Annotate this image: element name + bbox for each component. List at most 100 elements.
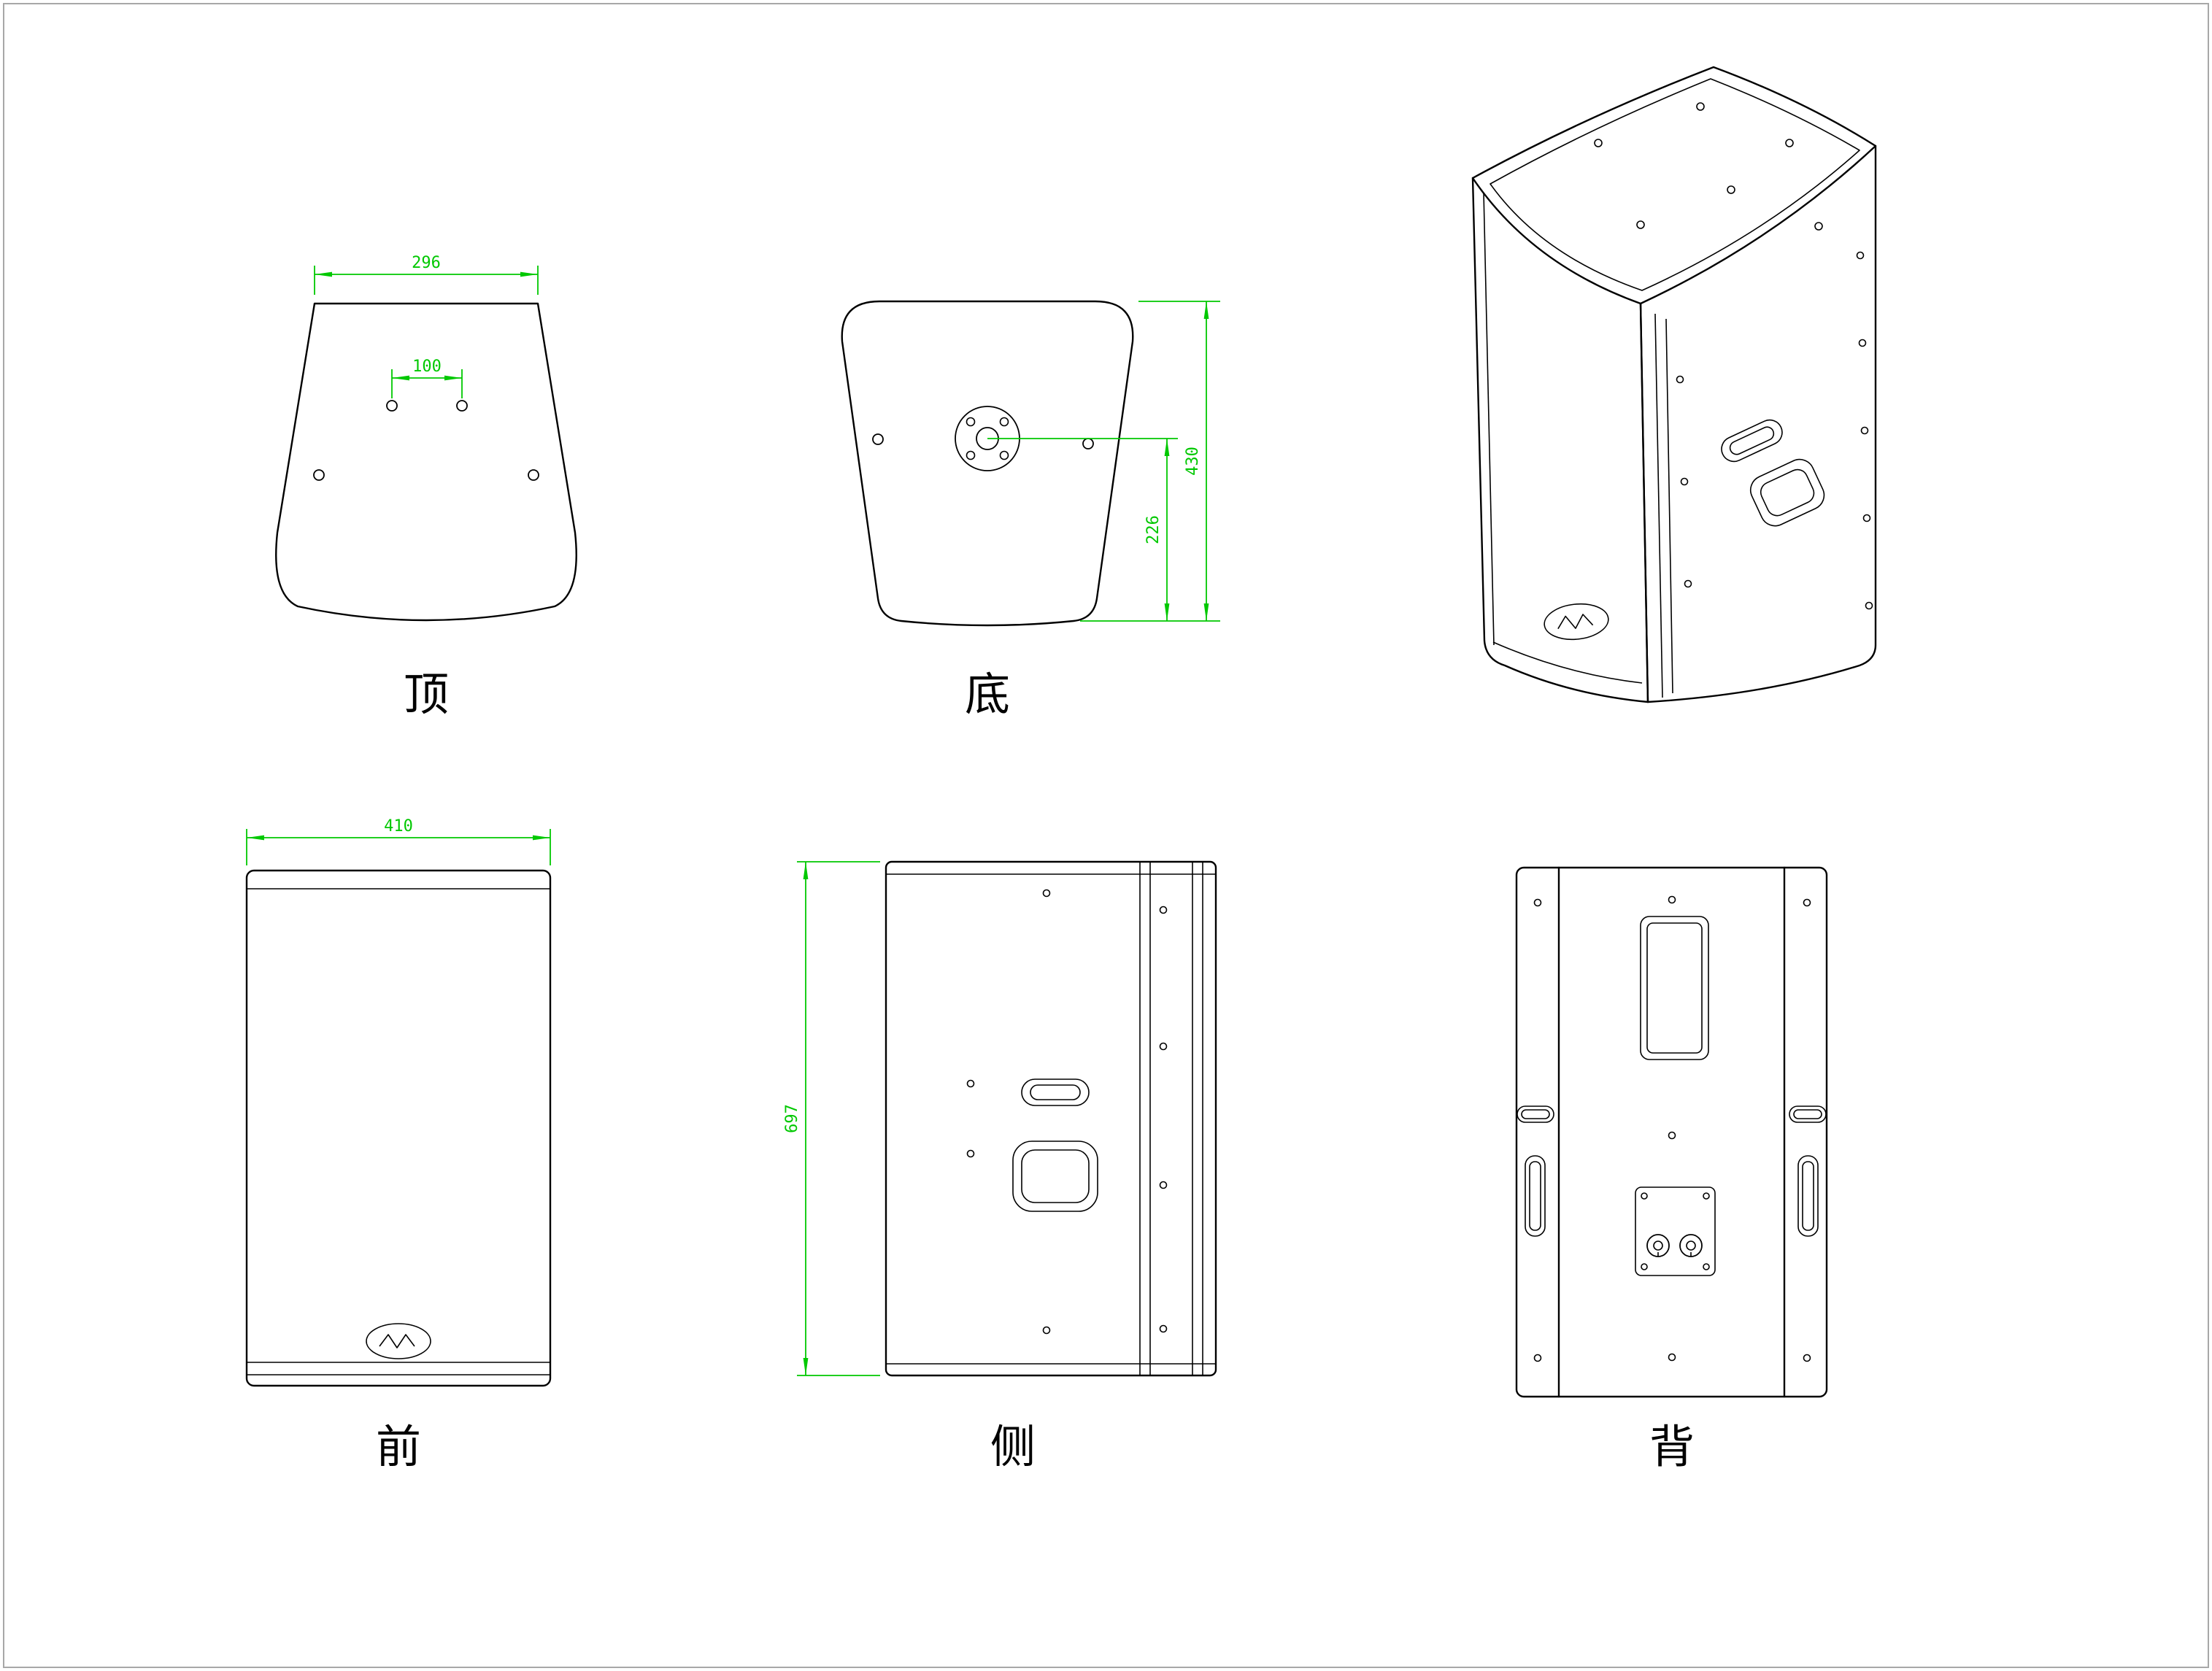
grille-seam-line: [1665, 318, 1673, 694]
screw-hole: [1814, 222, 1823, 231]
mount-hole: [313, 469, 325, 481]
bottom-view-label: 底: [965, 668, 1010, 721]
view-bottom: 430 226 底: [841, 300, 1220, 721]
plate-screw: [1641, 1263, 1648, 1270]
screw-hole: [1803, 898, 1811, 907]
dimension-value: 410: [384, 817, 413, 836]
speakon-connector-center: [1686, 1240, 1696, 1251]
screw-hole: [1636, 220, 1645, 229]
screw-hole: [1696, 102, 1705, 111]
screw-hole: [1533, 1354, 1542, 1362]
screw-hole: [1680, 477, 1689, 486]
view-top: 296 100 顶: [275, 254, 577, 721]
handle-cup-outer: [1749, 458, 1825, 527]
handle-cup-inner: [1760, 468, 1815, 517]
brand-logo: [366, 1323, 431, 1359]
dimension-value: 296: [412, 254, 441, 272]
screw-hole: [1042, 1326, 1051, 1335]
screw-hole: [1594, 139, 1603, 147]
handle-cup-outer: [1012, 1141, 1098, 1212]
dimension-value: 430: [1184, 447, 1202, 476]
handle-slot-inner: [1521, 1109, 1550, 1119]
screw-hole: [1865, 601, 1873, 610]
plate-screw: [1703, 1192, 1710, 1200]
plate-screw: [1641, 1192, 1648, 1200]
top-view-label: 顶: [404, 668, 449, 721]
screw-hole: [966, 1149, 975, 1158]
handle-slot-outer: [1517, 1105, 1554, 1123]
flange-bolt: [999, 450, 1009, 460]
plate-screw: [1703, 1263, 1710, 1270]
screw-hole: [1785, 139, 1794, 147]
front-view-outline: [245, 869, 552, 1387]
flange-bolt: [966, 450, 976, 460]
handle-grip-inner: [1529, 1161, 1541, 1231]
connector-plate-outline: [1635, 1186, 1716, 1276]
screw-hole: [1668, 1353, 1676, 1362]
handle-slot-inner: [1729, 426, 1775, 455]
view-back: 背: [1515, 866, 1828, 1473]
screw-hole: [1533, 898, 1542, 907]
screw-hole: [1159, 1324, 1168, 1333]
side-handle: [1721, 419, 1825, 527]
screw-hole: [1159, 906, 1168, 914]
top-view-outline: [275, 302, 577, 622]
handle-grip-inner: [1802, 1161, 1814, 1231]
screw-hole: [1727, 185, 1735, 194]
dimension-bottom-depth: 430: [1080, 301, 1220, 622]
handle-slot-outer: [1721, 419, 1783, 463]
screw-hole: [1668, 1131, 1676, 1140]
screw-hole: [1668, 895, 1676, 904]
handle-grip-outer: [1525, 1155, 1546, 1237]
screw-hole: [1159, 1042, 1168, 1051]
screw-hole: [1803, 1354, 1811, 1362]
front-left-edge-round: [1483, 192, 1495, 646]
baffle-screws: [966, 889, 1168, 1335]
handle-slot-inner: [1030, 1084, 1081, 1100]
page-border: [3, 3, 2209, 1668]
brand-logo: [1541, 600, 1611, 644]
screw-hole: [1858, 339, 1867, 347]
right-rail-handle: [1789, 1105, 1827, 1237]
handle-recess: [1640, 916, 1709, 1060]
mount-hole: [386, 400, 398, 412]
dimension-top-hole-spacing: 100: [391, 358, 463, 398]
view-perspective: [1471, 66, 1877, 703]
screw-hole: [1042, 889, 1051, 898]
mount-hole: [1082, 438, 1094, 449]
perspective-side-face: [1646, 144, 1877, 703]
handle-cup-inner: [1021, 1149, 1090, 1203]
handle-slot-outer: [1789, 1105, 1827, 1123]
side-view-label: 侧: [990, 1420, 1036, 1473]
bottom-view-outline: [841, 300, 1134, 627]
screw-hole: [1159, 1181, 1168, 1189]
back-view-label: 背: [1649, 1420, 1695, 1473]
flange-bolt: [999, 417, 1009, 427]
dimension-side-height: 697: [783, 861, 880, 1376]
handle-slot-outer: [1021, 1078, 1090, 1106]
screw-hole: [1684, 579, 1692, 588]
speakon-connector-center: [1653, 1240, 1663, 1251]
screw-hole: [1676, 375, 1684, 384]
side-view-outline: [885, 860, 1217, 1377]
side-face-screws: [1676, 251, 1873, 610]
handle-grip-outer: [1797, 1155, 1819, 1237]
flange-bolt: [966, 417, 976, 427]
dimension-value: 226: [1144, 515, 1163, 544]
handle-recess-outer: [1640, 916, 1709, 1060]
grille-seam-line: [1654, 313, 1663, 698]
screw-hole: [966, 1079, 975, 1088]
mount-hole: [528, 469, 539, 481]
handle-recess-inner: [1646, 922, 1703, 1054]
perspective-front-face: [1471, 177, 1649, 703]
screw-hole: [1860, 426, 1869, 435]
top-face-edge-round: [1490, 78, 1860, 291]
screw-hole: [1862, 514, 1871, 522]
perspective-top-face: [1471, 66, 1877, 305]
front-right-edge: [1639, 302, 1649, 703]
left-rail-handle: [1517, 1105, 1554, 1237]
mount-hole: [872, 433, 884, 445]
bottom-edge-round: [1492, 641, 1643, 684]
